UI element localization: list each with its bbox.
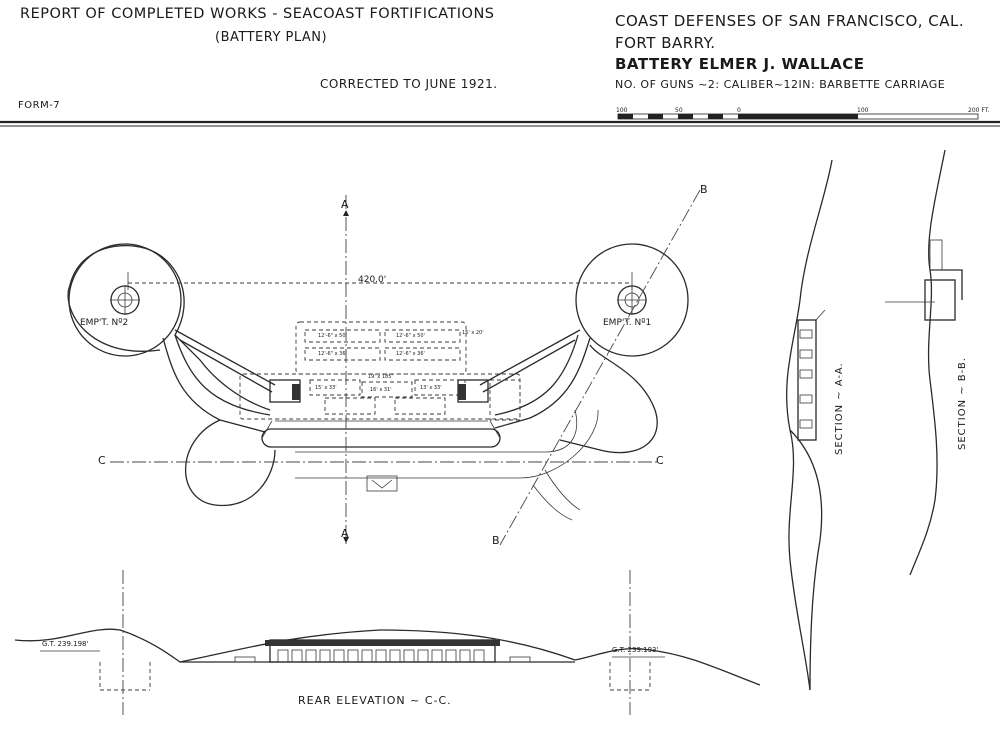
scale-label-100-left: 100 — [616, 107, 628, 114]
room-label: 12'-6" x 50' — [318, 333, 347, 339]
section-c-right-marker: C — [656, 454, 664, 467]
scale-label-0: 0 — [737, 107, 741, 114]
scale-bar — [617, 113, 979, 120]
grade-left-label: G.T. 239.198' — [42, 640, 89, 648]
fort-name: FORT BARRY. — [615, 34, 716, 52]
scale-label-100-right: 100 — [857, 107, 869, 114]
emplacement-2-label: EMP'T. Nº2 — [80, 318, 129, 328]
section-c-left-marker: C — [98, 454, 106, 467]
grade-right-label: G.T. 239.193' — [612, 646, 659, 654]
room-label: 15' x 33' — [315, 385, 337, 391]
room-label: 15' x 20' — [462, 330, 484, 336]
section-b-bottom-marker: B — [492, 534, 500, 547]
report-subtitle: (BATTERY PLAN) — [215, 30, 328, 45]
section-aa-drawing — [785, 159, 833, 691]
room-label: 13' x 33' — [420, 385, 442, 391]
rear-elevation-title: REAR ELEVATION ~ C-C. — [298, 694, 452, 707]
emplacement-1-label: EMP'T. Nº1 — [603, 318, 652, 328]
form-number: FORM-7 — [18, 100, 61, 111]
battery-name: BATTERY ELMER J. WALLACE — [615, 55, 865, 73]
section-a-top-marker: A — [341, 198, 349, 211]
room-label: 12'-6" x 36' — [318, 351, 347, 357]
armament-info: NO. OF GUNS ~2: CALIBER~12IN: BARBETTE C… — [615, 78, 946, 91]
rear-elevation-drawing — [14, 570, 761, 715]
section-a-bottom-marker: A — [341, 527, 349, 540]
dimension-label: 420.0' — [358, 275, 387, 285]
scale-label-50: 50 — [675, 107, 683, 114]
corrected-date: CORRECTED TO JUNE 1921. — [320, 77, 498, 91]
scale-label-200: 200 FT. — [968, 107, 990, 114]
report-title: REPORT OF COMPLETED WORKS - SEACOAST FOR… — [20, 6, 495, 22]
room-label: 19' x 185' — [368, 374, 393, 380]
room-label: 12'-6" x 50' — [396, 333, 425, 339]
section-aa-title: SECTION ~ A-A. — [834, 362, 845, 455]
section-bb-title: SECTION ~ B-B. — [957, 357, 968, 450]
header-rule — [0, 120, 1000, 127]
section-b-top-marker: B — [700, 183, 708, 196]
room-label: 16' x 31' — [370, 387, 392, 393]
battery-plan — [67, 189, 701, 546]
defense-district: COAST DEFENSES OF SAN FRANCISCO, CAL. — [615, 12, 965, 30]
room-label: 12'-6" x 36' — [396, 351, 425, 357]
section-bb-drawing — [885, 149, 963, 576]
elevation-arches — [277, 649, 485, 663]
